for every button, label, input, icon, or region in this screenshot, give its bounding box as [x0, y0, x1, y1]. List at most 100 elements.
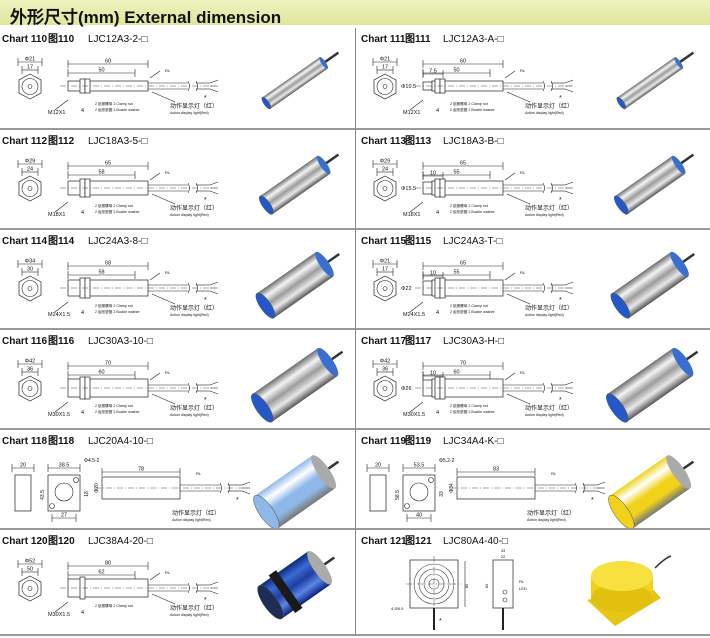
chart-number-cn: 图113 [405, 135, 432, 147]
product-photo [259, 153, 340, 215]
indicator-light-cn: 动作显示灯（红） [170, 304, 218, 312]
thread-length-label: 60 [453, 370, 459, 376]
chart-number-cn: 图115 [405, 235, 432, 247]
cable-break-icon [187, 281, 219, 295]
rl-label: RL [519, 579, 525, 584]
leader [149, 70, 161, 79]
side-view-plate [369, 474, 387, 512]
cable-break-icon [542, 281, 574, 295]
indicator-light-en: Action display light(Red) [525, 111, 564, 115]
thread-size: M24X1.5 [403, 312, 425, 318]
clamp-nut-note: 2 锁紧螺母 2 Clamp nut [95, 101, 133, 106]
thread-length-label: 62 [98, 570, 104, 576]
hole-icon [428, 477, 434, 483]
thread-size: M24X1.5 [48, 312, 70, 318]
leader [54, 601, 69, 613]
sensing-face [261, 96, 272, 110]
sensor-body [615, 155, 685, 215]
chart-number: Chart 119 [361, 436, 406, 447]
head-diameter: Φ15.5 [401, 186, 416, 192]
height-label: 58.5 [395, 490, 401, 500]
column-divider [355, 28, 356, 636]
across-flats-label: 17 [382, 267, 388, 273]
clamp-nut-note: 2 锁紧螺母 2 Clamp nut [450, 101, 488, 106]
indicator-light-cn: 动作显示灯（红） [170, 102, 218, 110]
nut-width: 4 [81, 310, 84, 316]
front-view-plate [47, 474, 81, 512]
leader [149, 272, 161, 281]
sensing-face [255, 292, 276, 319]
chart-number-cn: 图114 [48, 235, 75, 247]
sensing-face [54, 482, 74, 502]
chart-number-cn: 图116 [48, 335, 75, 347]
indicator-light-cn: 动作显示灯（红） [525, 204, 573, 212]
model-number: LJC80A4-40-□ [443, 536, 508, 547]
chart-number: Chart 112 [2, 136, 47, 147]
across-flats-label: 24 [27, 167, 33, 173]
leader [504, 372, 516, 381]
sensor-body [254, 455, 336, 529]
thread-length-label: 50 [453, 68, 459, 74]
total-length-label: 70 [105, 361, 111, 367]
clamp-nut-note: 2 锁紧螺母 2 Clamp nut [450, 403, 488, 408]
front-view-plate [402, 474, 436, 512]
end-view-circle [376, 380, 394, 397]
indicator-light-en: Action display light(Red) [170, 413, 209, 417]
clamp-nut-note: 2 锁紧螺母 2 Clamp nut [450, 303, 488, 308]
cable-length-mark: * [559, 297, 562, 304]
end-view-circle [21, 580, 39, 597]
nut-width: 4 [436, 108, 439, 114]
inner-height-label: 18 [84, 491, 90, 497]
cable-break-icon [187, 181, 219, 195]
chart-number-cn: 图110 [48, 33, 75, 45]
leader [409, 201, 424, 213]
cable-length-mark: * [204, 297, 207, 304]
indicator-light-cn: 动作显示灯（红） [527, 509, 575, 517]
cable-length-mark: * [204, 95, 207, 102]
thread-size: M12X1 [48, 110, 65, 116]
model-number: LJC12A3-A-□ [443, 34, 504, 45]
leader [149, 172, 161, 181]
buckle-washer-note: 2 齿形垫圈 2 Buckle washer [95, 209, 141, 214]
head-length-label: 10 [430, 371, 436, 377]
indicator-light-en: Action display light(Red) [525, 213, 564, 217]
end-view-hex [373, 275, 397, 302]
outer-diameter-label: Φ21 [380, 57, 391, 63]
model-number: LJC12A3-2-□ [88, 34, 147, 45]
leader [54, 401, 69, 413]
thread-length-label: 58 [98, 270, 104, 276]
product-photo [616, 51, 695, 110]
clamp-nut-note: 2 锁紧螺母 2 Clamp nut [450, 203, 488, 208]
leader [409, 99, 424, 111]
leader [54, 301, 69, 313]
total-length-label: 65 [460, 261, 466, 267]
thread-size: M30X1.5 [48, 412, 70, 418]
indicator-light-en: Action display light(Red) [170, 313, 209, 317]
outer-diameter-label: Φ21 [25, 57, 36, 63]
clamp-nut-note: 2 锁紧螺母 2 Clamp nut [95, 603, 133, 608]
outer-diameter-label: Φ52 [25, 559, 36, 565]
side-height: 80 [484, 583, 489, 588]
rl-label: RL [165, 570, 171, 575]
cable-length-mark: * [204, 397, 207, 404]
leader [54, 201, 69, 213]
thread-size: M18X1 [48, 212, 65, 218]
end-view-circle [21, 78, 39, 95]
head-diameter: Φ26 [401, 386, 412, 392]
buckle-washer-note: 2 齿形垫圈 2 Buckle washer [450, 309, 496, 314]
rl-label: RL [520, 270, 526, 275]
model-number: LJC24A3-8-□ [88, 236, 147, 247]
rl-label: RL [551, 471, 557, 476]
leader [506, 193, 531, 205]
head-diameter: Φ10.5 [401, 84, 416, 90]
sensing-face [409, 482, 429, 502]
section-title: 外形尺寸(mm) External dimension [10, 8, 282, 27]
indicator-light-cn: 动作显示灯（红） [170, 404, 218, 412]
sensor-body [252, 348, 338, 422]
leader [151, 193, 176, 205]
leader [504, 70, 516, 79]
thread-length-label: 58 [98, 170, 104, 176]
